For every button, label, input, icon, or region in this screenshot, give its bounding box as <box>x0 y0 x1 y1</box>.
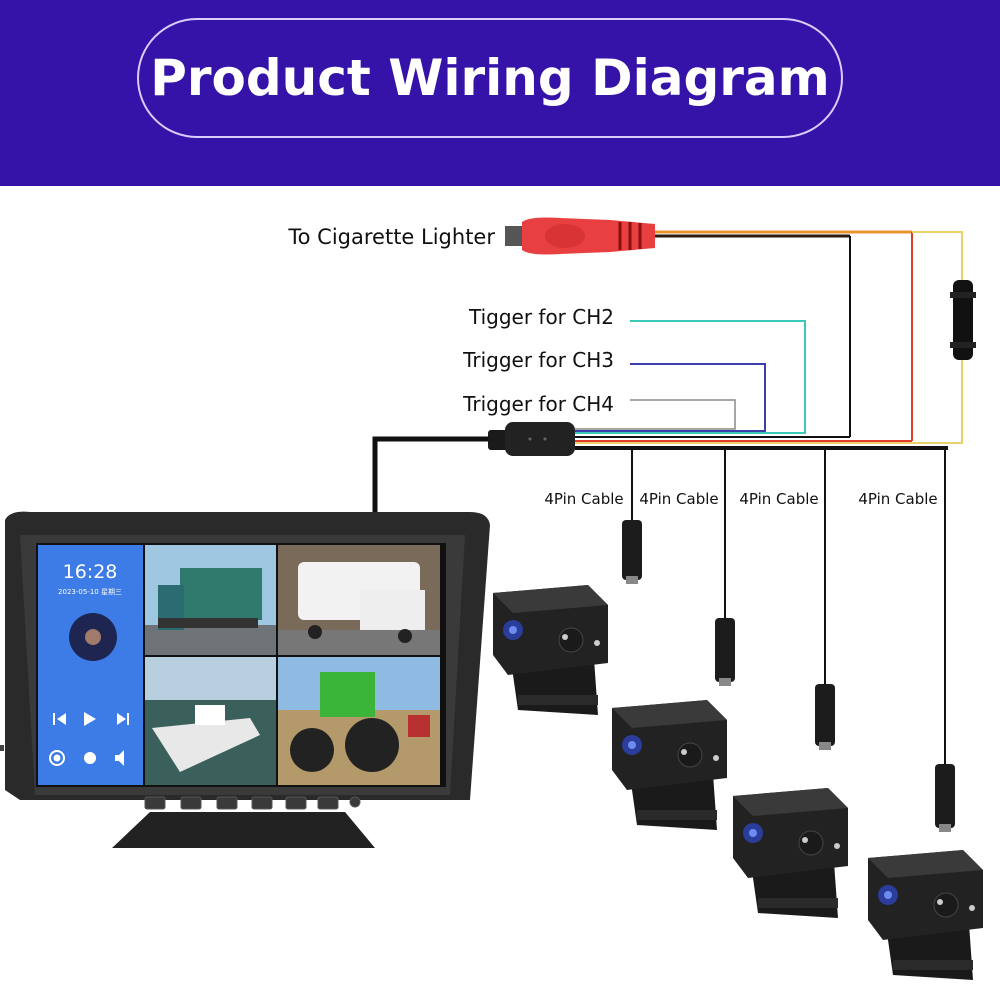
camera-view-camper <box>278 545 440 655</box>
trigger-ch2-label: Tigger for CH2 <box>468 305 614 329</box>
monitor-button-6[interactable] <box>317 796 339 810</box>
trigger-ch4-wire <box>575 399 736 430</box>
camera-2 <box>612 700 727 830</box>
camera-1 <box>493 585 608 715</box>
trigger-ch4-label: Trigger for CH4 <box>462 392 614 416</box>
power-label: To Cigarette Lighter <box>287 225 495 249</box>
monitor-button-5[interactable] <box>285 796 307 810</box>
camera-drop-cables <box>631 448 946 766</box>
header-banner: Product Wiring Diagram <box>0 0 1000 186</box>
camera-3 <box>733 788 848 918</box>
monitor-stand <box>112 812 375 848</box>
monitor-cable <box>372 436 495 515</box>
monitor-button-2[interactable] <box>180 796 202 810</box>
cable-label-1: 4Pin Cable <box>544 490 623 508</box>
camera-view-boat <box>145 657 276 785</box>
next-icon[interactable] <box>117 713 129 725</box>
volume-icon[interactable] <box>115 750 124 766</box>
cigarette-lighter-plug <box>505 217 655 255</box>
main-connector <box>488 422 575 456</box>
monitor-buttons <box>144 796 361 810</box>
camera-4 <box>868 850 983 980</box>
aviation-connectors <box>622 520 955 832</box>
cable-labels: 4Pin Cable 4Pin Cable 4Pin Cable 4Pin Ca… <box>538 486 944 508</box>
power-wires <box>575 230 963 444</box>
monitor-sidebar: 16:28 2023-05-10 星期三 <box>38 545 143 785</box>
trigger-ch3-label: Trigger for CH3 <box>462 348 614 372</box>
trigger-ch3-wire <box>575 363 766 432</box>
cable-label-4: 4Pin Cable <box>858 490 937 508</box>
brightness-icon[interactable] <box>84 752 96 764</box>
monitor: 16:28 2023-05-10 星期三 <box>0 511 490 848</box>
title-pill: Product Wiring Diagram <box>137 18 843 138</box>
page-title: Product Wiring Diagram <box>150 49 830 107</box>
trigger-ch2-wire <box>575 320 806 434</box>
play-icon[interactable] <box>84 712 96 726</box>
fuse-holder <box>950 280 976 360</box>
monitor-button-3[interactable] <box>216 796 238 810</box>
monitor-button-4[interactable] <box>251 796 273 810</box>
previous-icon[interactable] <box>53 713 66 725</box>
cable-label-3: 4Pin Cable <box>739 490 818 508</box>
clock-time: 16:28 <box>63 561 118 583</box>
ir-sensor-icon <box>349 796 361 808</box>
monitor-button-1[interactable] <box>144 796 166 810</box>
camera-view-tractor <box>278 657 440 785</box>
clock-date: 2023-05-10 星期三 <box>58 588 122 596</box>
camera-view-truck <box>145 545 276 655</box>
cable-label-2: 4Pin Cable <box>639 490 718 508</box>
record-icon[interactable] <box>49 750 65 766</box>
